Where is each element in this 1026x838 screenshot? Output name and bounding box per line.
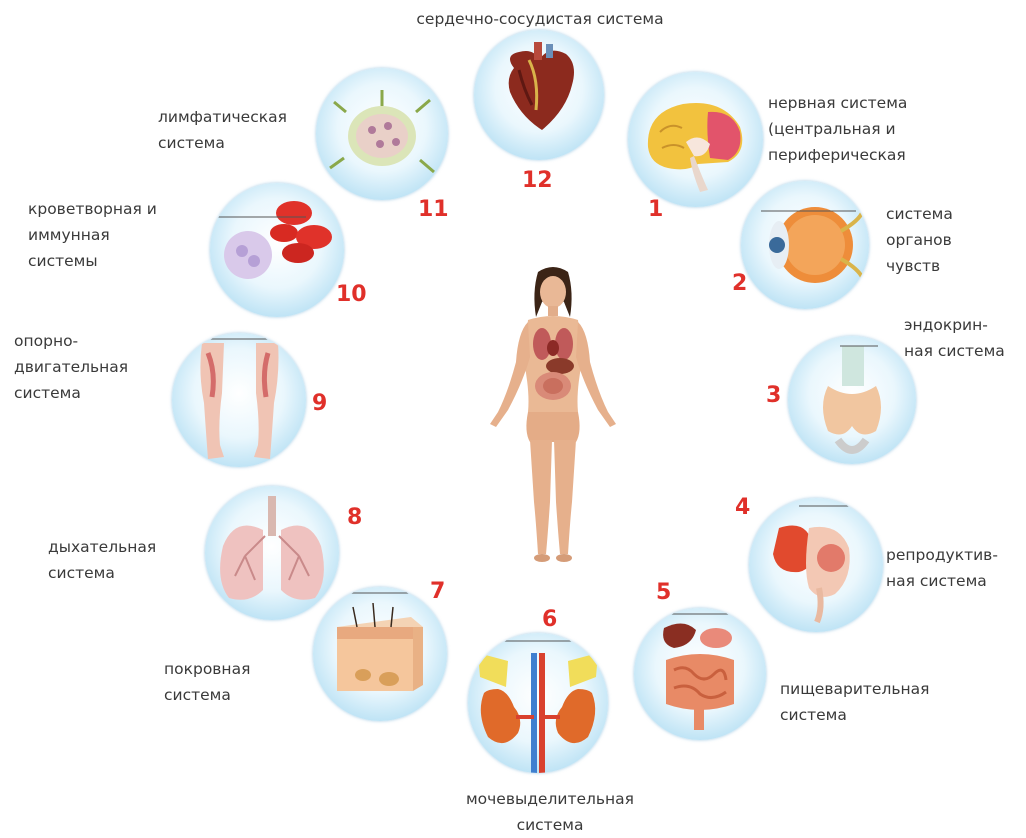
circle-sensory xyxy=(741,181,869,309)
system-label-10: кроветворная и иммунная системы xyxy=(28,196,218,274)
system-label-5: пищеварительная система xyxy=(780,676,1000,728)
lungs-icon xyxy=(205,486,339,620)
lymph-node-icon xyxy=(316,68,448,200)
system-number-6: 6 xyxy=(542,609,557,631)
system-number-3: 3 xyxy=(766,385,781,407)
system-number-10: 10 xyxy=(336,284,367,306)
system-number-2: 2 xyxy=(732,273,747,295)
system-label-1: нервная система (центральная и периферич… xyxy=(768,90,1018,168)
system-number-7: 7 xyxy=(430,581,445,603)
digestive-organs-icon xyxy=(634,608,766,740)
system-number-8: 8 xyxy=(347,507,362,529)
leg-muscles-icon xyxy=(172,333,306,467)
system-number-4: 4 xyxy=(735,497,750,519)
system-number-12: 12 xyxy=(522,170,553,192)
system-label-9: опорно- двигательная система xyxy=(14,328,174,406)
system-label-4: репродуктив- ная система xyxy=(886,542,1026,594)
circle-digestive xyxy=(634,608,766,740)
system-number-5: 5 xyxy=(656,582,671,604)
human-body-organs-icon xyxy=(478,262,628,567)
system-label-12: сердечно-сосудистая система xyxy=(380,6,700,32)
system-number-11: 11 xyxy=(418,199,449,221)
circle-urinary xyxy=(468,633,608,773)
system-label-11: лимфатическая система xyxy=(158,104,328,156)
kidneys-icon xyxy=(468,633,608,773)
system-label-2: система органов чувств xyxy=(886,201,1026,279)
human-body-figure xyxy=(478,262,628,567)
circle-reproductive xyxy=(749,498,883,632)
eye-icon xyxy=(741,181,869,309)
circle-lymphatic xyxy=(316,68,448,200)
heart-icon xyxy=(474,30,604,160)
circle-musculoskeletal xyxy=(172,333,306,467)
reproductive-organs-icon xyxy=(749,498,883,632)
system-label-6: мочевыделительная система xyxy=(400,786,700,838)
system-number-1: 1 xyxy=(648,199,663,221)
blood-cells-icon xyxy=(210,183,344,317)
system-label-7: покровная система xyxy=(164,656,304,708)
circle-blood-immune xyxy=(210,183,344,317)
circle-cardiovascular xyxy=(474,30,604,160)
circle-endocrine xyxy=(788,336,916,464)
circle-respiratory xyxy=(205,486,339,620)
system-label-3: эндокрин- ная система xyxy=(904,312,1026,364)
system-label-8: дыхательная система xyxy=(48,534,208,586)
system-number-9: 9 xyxy=(312,393,327,415)
thyroid-icon xyxy=(788,336,916,464)
